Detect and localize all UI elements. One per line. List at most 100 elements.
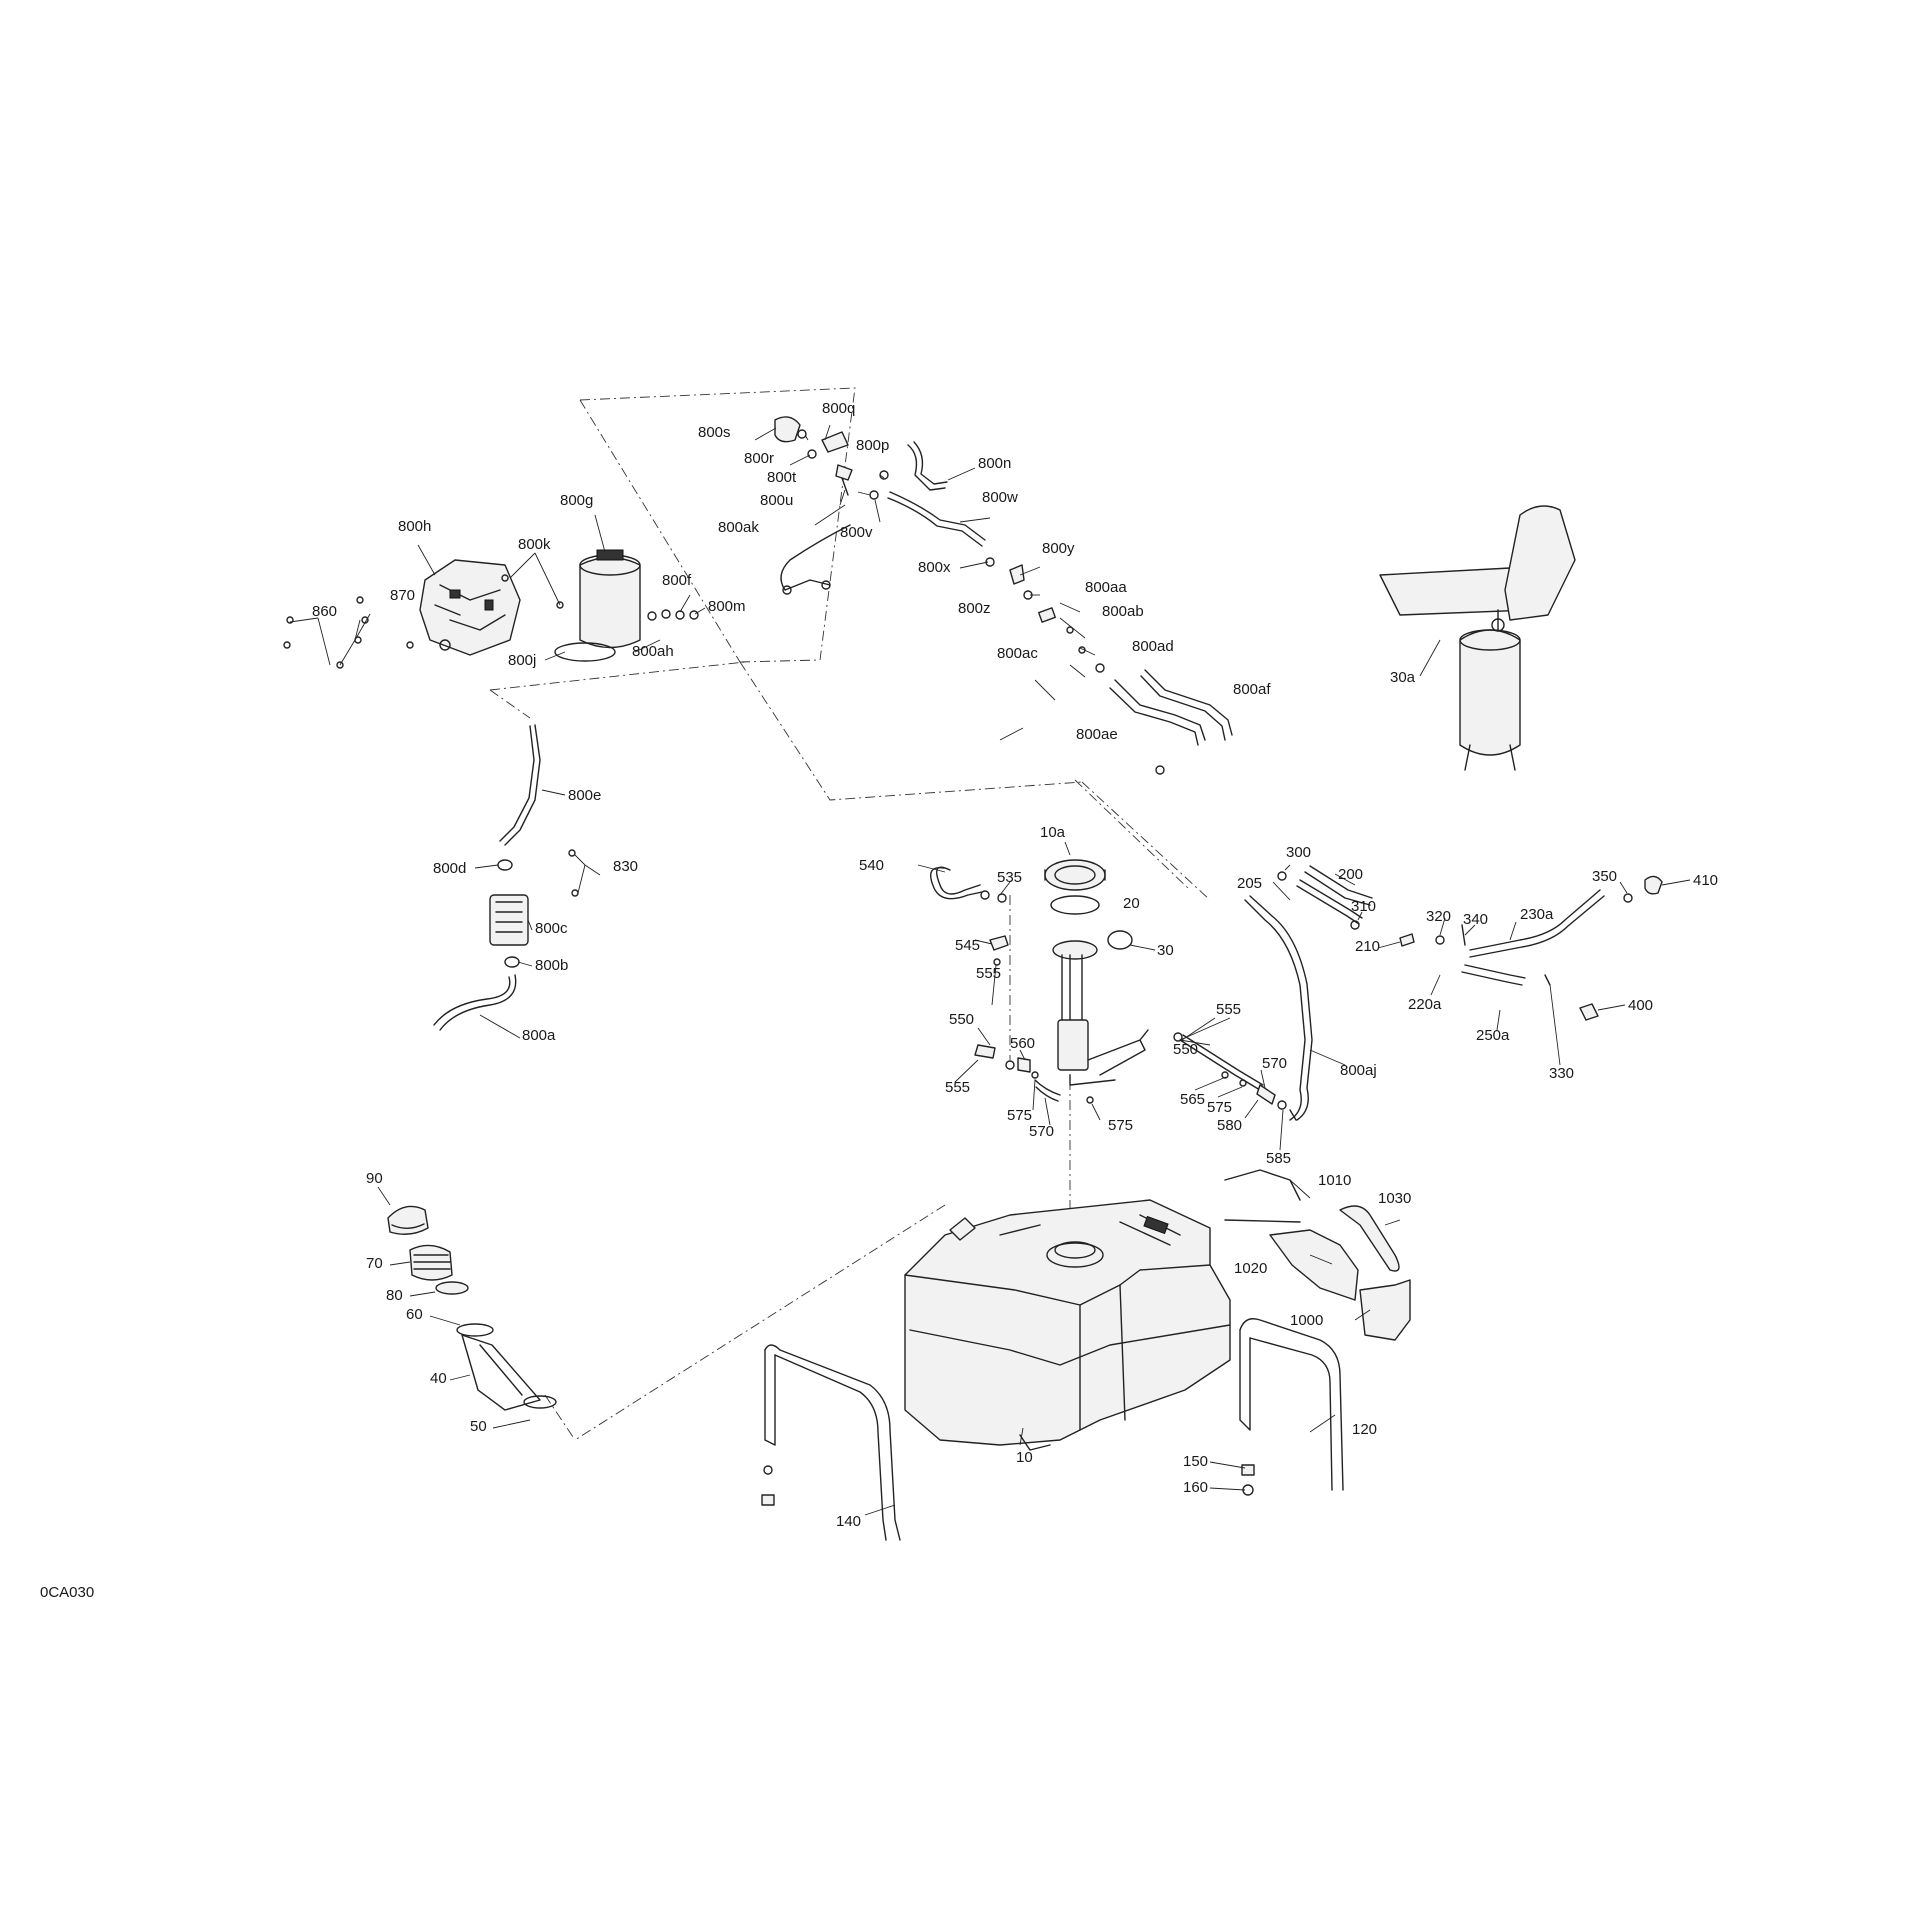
callout-800w: 800w <box>982 489 1018 506</box>
filler-cap-90 <box>387 1205 429 1235</box>
hoses-550-560-570-575-left <box>974 1044 1094 1104</box>
callout-560: 560 <box>1010 1035 1035 1052</box>
hose-540 <box>930 866 983 900</box>
callout-870: 870 <box>390 587 415 604</box>
callout-800j: 800j <box>508 652 536 669</box>
callout-350: 350 <box>1592 868 1617 885</box>
filter-800c <box>489 894 529 946</box>
vent-valves-330-400-410 <box>1544 875 1663 1021</box>
callout-800b: 800b <box>535 957 568 974</box>
leader-lines <box>289 424 1691 1516</box>
callout-90: 90 <box>366 1170 383 1187</box>
callout-555a: 555 <box>976 965 1001 982</box>
callout-10: 10 <box>1016 1449 1033 1466</box>
callout-565: 565 <box>1180 1091 1205 1108</box>
callout-800ae: 800ae <box>1076 726 1118 743</box>
hoses-550-585-right <box>1173 1032 1297 1121</box>
callout-550b: 550 <box>1173 1041 1198 1058</box>
callout-1000: 1000 <box>1290 1312 1323 1329</box>
callout-800g: 800g <box>560 492 593 509</box>
callout-330: 330 <box>1549 1065 1574 1082</box>
vent-hoses-230a-250a <box>1461 889 1633 986</box>
callout-800p: 800p <box>856 437 889 454</box>
fitting-800d <box>497 859 513 871</box>
callout-250a: 250a <box>1476 1027 1510 1044</box>
clamp-80-60 <box>435 1281 494 1337</box>
callout-10a: 10a <box>1040 824 1066 841</box>
callout-400: 400 <box>1628 997 1653 1014</box>
callout-40: 40 <box>430 1370 447 1387</box>
callout-800k: 800k <box>518 536 551 553</box>
callout-555c: 555 <box>945 1079 970 1096</box>
callout-120: 120 <box>1352 1421 1377 1438</box>
callout-800u: 800u <box>760 492 793 509</box>
hose-800w <box>887 491 986 547</box>
callout-800ah: 800ah <box>632 643 674 660</box>
vent-hose-800aj <box>1244 895 1313 1121</box>
callout-535: 535 <box>997 869 1022 886</box>
callout-800h: 800h <box>398 518 431 535</box>
callout-800ad: 800ad <box>1132 638 1174 655</box>
clamp-50 <box>523 1395 557 1409</box>
callout-550a: 550 <box>949 1011 974 1028</box>
callout-575c: 575 <box>1207 1099 1232 1116</box>
callout-800n: 800n <box>978 455 1011 472</box>
callout-800r: 800r <box>744 450 774 467</box>
callout-150: 150 <box>1183 1453 1208 1470</box>
callout-540: 540 <box>859 857 884 874</box>
hoses-800ae-800af <box>1109 669 1233 775</box>
callout-800aj: 800aj <box>1340 1062 1377 1079</box>
callout-575a: 575 <box>1007 1107 1032 1124</box>
seal-20 <box>1050 895 1100 915</box>
fitting-800b <box>504 956 520 968</box>
fuel-tank-10 <box>904 1199 1231 1451</box>
callout-545: 545 <box>955 937 980 954</box>
callout-50: 50 <box>470 1418 487 1435</box>
clips-535-545-555 <box>980 890 1009 966</box>
callout-210: 210 <box>1355 938 1380 955</box>
vent-fittings-210-340 <box>1350 920 1466 947</box>
wire-800ak <box>780 524 851 595</box>
screws-800k <box>501 574 564 609</box>
callout-800q: 800q <box>822 400 855 417</box>
callout-800f: 800f <box>662 572 692 589</box>
fuel-filter-800g <box>579 549 641 649</box>
callout-555b: 555 <box>1216 1001 1241 1018</box>
fuel-pump-30a <box>1379 505 1576 771</box>
callout-575b: 575 <box>1108 1117 1133 1134</box>
fuel-pump-module-800h <box>419 559 521 656</box>
fittings-800x-800ad <box>985 557 1105 673</box>
callout-570a: 570 <box>1029 1123 1054 1140</box>
hose-800a <box>433 974 517 1031</box>
small-fittings-800f-800m <box>647 609 699 621</box>
callout-800a: 800a <box>522 1027 556 1044</box>
hose-800n <box>907 441 948 491</box>
strap-120 <box>1239 1318 1344 1496</box>
callout-860: 860 <box>312 603 337 620</box>
o-ring-800j <box>554 642 616 662</box>
callout-800y: 800y <box>1042 540 1075 557</box>
callout-800c: 800c <box>535 920 568 937</box>
callout-1030: 1030 <box>1378 1190 1411 1207</box>
callout-140: 140 <box>836 1513 861 1530</box>
assembly-guide-lines <box>489 387 1211 1441</box>
callout-800v: 800v <box>840 524 873 541</box>
fittings-800q-800s <box>774 416 853 496</box>
callout-80: 80 <box>386 1287 403 1304</box>
callout-300: 300 <box>1286 844 1311 861</box>
callout-800ak: 800ak <box>718 519 759 536</box>
callout-320: 320 <box>1426 908 1451 925</box>
screws-860-870 <box>283 596 414 669</box>
callout-800m: 800m <box>708 598 746 615</box>
callout-800x: 800x <box>918 559 951 576</box>
callout-800ac: 800ac <box>997 645 1038 662</box>
lock-ring-10a <box>1044 859 1106 891</box>
callout-800z: 800z <box>958 600 991 617</box>
callout-830: 830 <box>613 858 638 875</box>
fuel-sender-30 <box>1052 930 1149 1086</box>
callout-labels: 10 10a 20 30 30a 40 50 60 70 80 90 120 1… <box>40 400 1718 1601</box>
callout-160: 160 <box>1183 1479 1208 1496</box>
vent-hoses-200-205 <box>1277 865 1373 925</box>
